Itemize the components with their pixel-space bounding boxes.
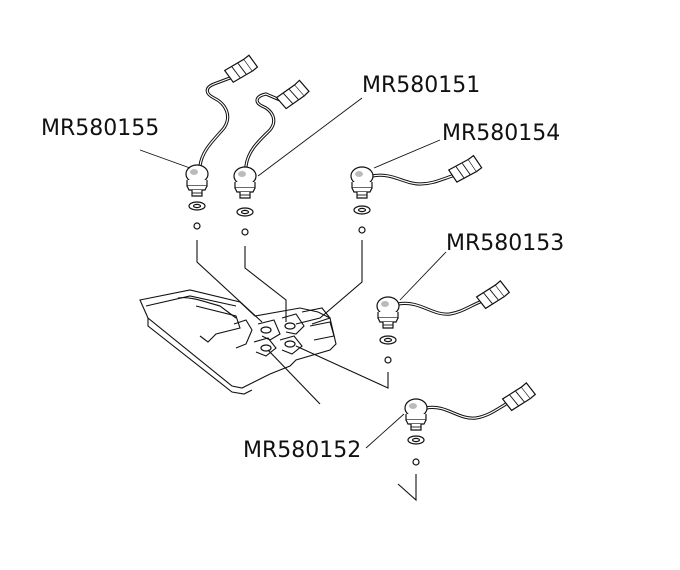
installation-lines [196, 240, 417, 502]
sensor-mr580155 [185, 53, 261, 230]
sensor-mr580151 [233, 78, 313, 236]
label-mr580151: MR580151 [362, 73, 480, 98]
label-mr580152: MR580152 [243, 438, 361, 463]
leader-lines [139, 97, 447, 449]
mounting-bracket [139, 289, 337, 395]
label-mr580153: MR580153 [446, 231, 564, 256]
label-mr580155: MR580155 [41, 116, 159, 141]
label-mr580154: MR580154 [442, 121, 560, 146]
sensor-mr580153 [376, 278, 513, 364]
sensor-mr580154 [350, 153, 485, 234]
sensor-mr580152 [404, 380, 539, 466]
